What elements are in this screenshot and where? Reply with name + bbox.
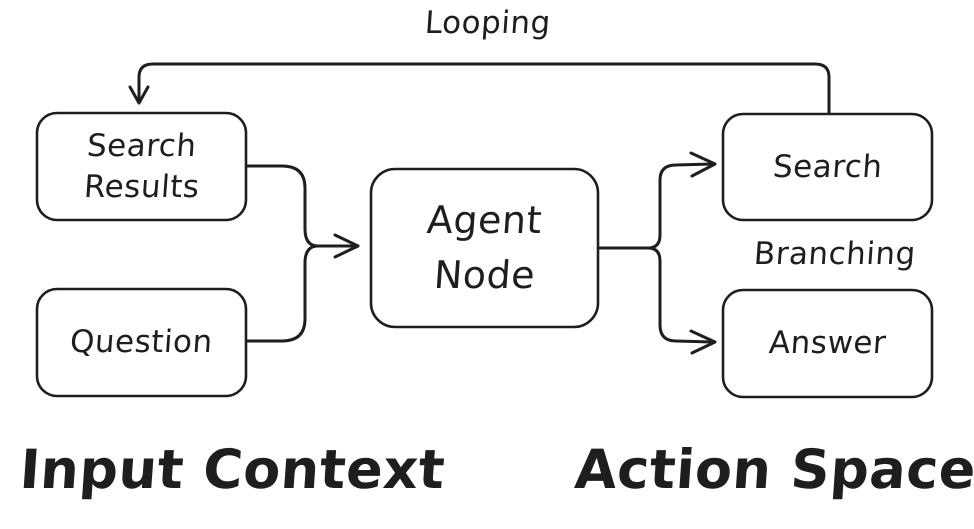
question-node-box: [35, 287, 248, 398]
question-node-label: Question: [37, 289, 246, 396]
answer-node-label: Answer: [723, 290, 932, 397]
branch-arrows: [597, 151, 717, 355]
search-node-box: [721, 112, 934, 222]
looping-arrowhead-icon: [128, 85, 150, 105]
agent-node-label: Agent Node: [371, 169, 598, 327]
input-context-section-title: Input Context: [6, 430, 458, 508]
agent-node-box: [369, 167, 600, 329]
search-text: Search: [771, 148, 884, 185]
branching-text: Branching: [752, 236, 918, 272]
question-text: Question: [68, 324, 215, 361]
branch-to-search-arrowhead-icon: [689, 151, 717, 178]
looping-edge-label: Looping: [358, 2, 618, 44]
branch-to-search-line: [646, 162, 714, 250]
action-space-text: Action Space: [573, 437, 974, 501]
answer-text: Answer: [767, 325, 888, 362]
search-node-label: Search: [723, 114, 932, 220]
looping-arrow: [128, 62, 831, 115]
search-results-node-label: Search Results: [37, 113, 246, 220]
looping-text: Looping: [423, 5, 553, 41]
action-space-section-title: Action Space: [566, 430, 974, 508]
merge-arrowhead-icon: [333, 233, 360, 259]
search-results-line1: Search: [85, 127, 198, 164]
search-results-line2: Results: [82, 168, 201, 205]
branch-to-answer-line: [646, 246, 714, 344]
input-context-text: Input Context: [17, 437, 447, 501]
node-boxes: [35, 111, 934, 399]
branch-to-answer-arrowhead-icon: [689, 329, 717, 355]
answer-node-box: [721, 288, 934, 399]
agent-node-line1: Agent: [425, 197, 544, 242]
merge-from-search-results-line: [244, 164, 320, 248]
agent-node-line2: Node: [432, 253, 537, 297]
looping-arrow-line: [137, 62, 831, 115]
search-results-node-box: [35, 111, 248, 222]
branching-edge-label: Branching: [705, 232, 965, 276]
merge-from-question-line: [244, 244, 320, 343]
merge-arrow: [244, 164, 360, 343]
